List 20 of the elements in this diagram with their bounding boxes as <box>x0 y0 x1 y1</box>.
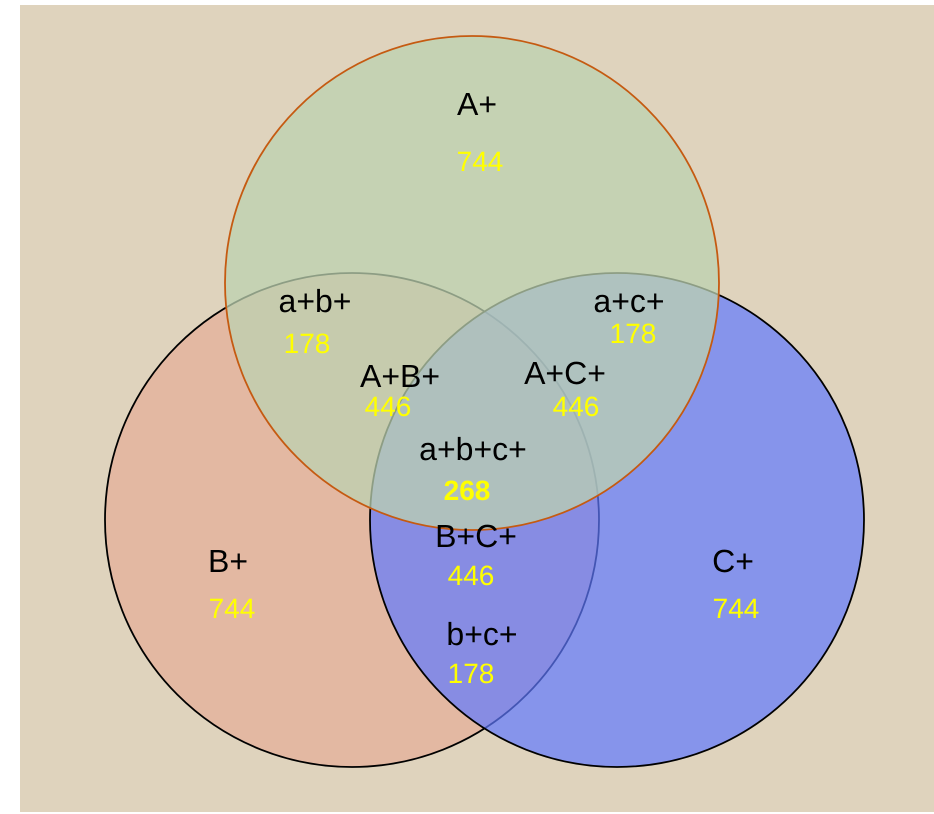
count-value: 446 <box>448 562 494 590</box>
region-label: a+b+c+ <box>419 433 527 465</box>
set-label: B+ <box>208 545 248 577</box>
region-label: a+b+ <box>278 285 352 317</box>
count-value: 744 <box>208 595 256 623</box>
region-label: a+c+ <box>593 285 665 317</box>
count-value: 744 <box>456 148 504 176</box>
set-label: A+ <box>456 88 498 120</box>
count-value: 744 <box>712 595 760 623</box>
set-label: C+ <box>712 545 754 577</box>
region-label: b+c+ <box>446 618 518 650</box>
region-label: B+C+ <box>435 520 517 552</box>
count-value: 446 <box>364 393 412 421</box>
count-value: 178 <box>284 330 330 358</box>
region-label: A+B+ <box>360 360 440 392</box>
count-value: 178 <box>610 320 656 348</box>
count-value: 268 <box>444 477 490 505</box>
region-label: A+C+ <box>524 357 606 389</box>
count-value: 446 <box>552 393 600 421</box>
count-value: 178 <box>448 660 494 688</box>
